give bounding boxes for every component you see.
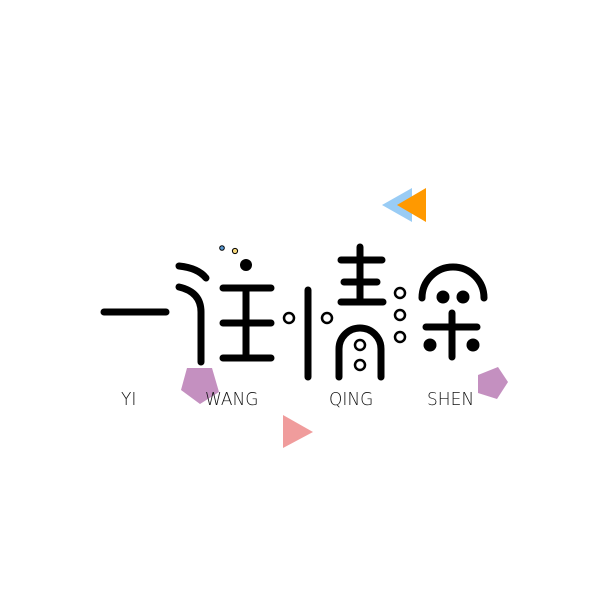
pinyin-yi: YI xyxy=(121,389,137,411)
dot-mark xyxy=(436,290,450,304)
circle-mark xyxy=(393,308,407,322)
circle-mark xyxy=(282,311,296,325)
dot-mark xyxy=(423,338,437,352)
glyph-circles xyxy=(282,286,407,372)
glyph-wang-stroke-2 xyxy=(175,283,205,366)
glyph-shen-arch xyxy=(418,263,488,302)
glyph-qing-qing-top xyxy=(337,243,387,306)
dot-mark xyxy=(456,290,470,304)
glyph-wang-zhu xyxy=(219,284,275,362)
logo-glyphs xyxy=(100,243,488,381)
circle-mark xyxy=(393,330,407,344)
orange-triangle xyxy=(397,188,426,222)
dot-mark xyxy=(240,259,252,271)
blue-dot xyxy=(219,245,225,251)
pink-triangle xyxy=(283,415,313,448)
yellow-dot xyxy=(231,247,239,255)
circle-mark xyxy=(353,358,367,372)
circle-mark xyxy=(320,311,334,325)
dot-mark xyxy=(466,338,480,352)
purple-pentagon-right xyxy=(478,367,508,399)
glyph-qing-qing-arch xyxy=(335,324,385,381)
glyph-dots xyxy=(240,259,480,352)
glyph-wang-stroke-1 xyxy=(175,262,210,282)
circle-mark xyxy=(393,286,407,300)
pinyin-wang: WANG xyxy=(205,389,259,411)
purple-pentagon-left xyxy=(181,368,219,404)
pinyin-shen: SHEN xyxy=(427,389,475,411)
pinyin-qing: QING xyxy=(329,389,374,411)
glyph-shen-mu xyxy=(422,309,481,361)
circle-mark xyxy=(353,338,367,352)
